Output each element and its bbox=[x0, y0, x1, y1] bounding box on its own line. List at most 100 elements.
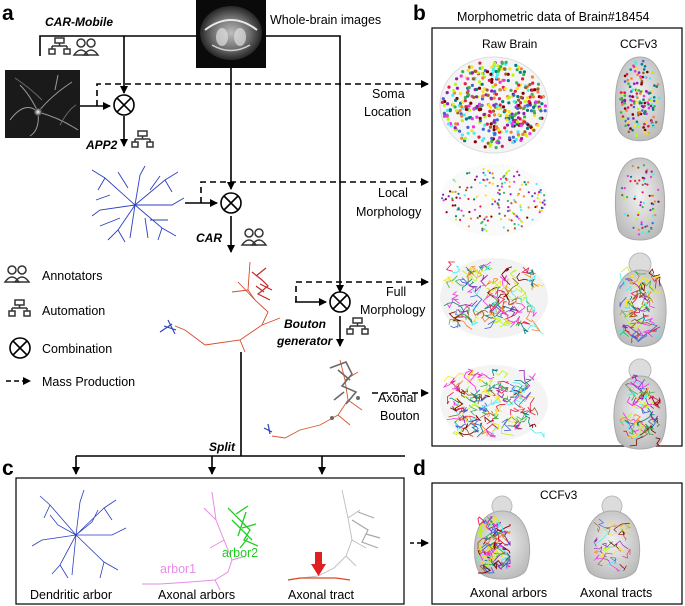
texture-dot bbox=[514, 63, 518, 67]
texture-dot bbox=[521, 91, 525, 95]
raw-brain-header: Raw Brain bbox=[482, 37, 537, 51]
texture-dot bbox=[524, 183, 528, 186]
texture-stroke bbox=[614, 540, 629, 550]
texture-stroke bbox=[489, 527, 499, 537]
texture-dot bbox=[506, 79, 510, 83]
texture-stroke bbox=[446, 418, 466, 421]
texture-stroke bbox=[481, 542, 493, 552]
texture-dot bbox=[519, 95, 523, 99]
texture-stroke bbox=[449, 398, 463, 412]
texture-dot bbox=[482, 137, 486, 141]
texture-dot bbox=[510, 116, 514, 120]
texture-dot bbox=[503, 214, 507, 217]
texture-stroke bbox=[608, 533, 622, 536]
texture-stroke bbox=[469, 404, 479, 416]
texture-dot bbox=[644, 225, 647, 228]
texture-dot bbox=[651, 108, 655, 111]
texture-dot bbox=[512, 198, 516, 202]
texture-dot bbox=[646, 232, 649, 235]
texture-stroke bbox=[452, 265, 461, 274]
texture-stroke bbox=[507, 415, 517, 423]
combination-symbol bbox=[329, 291, 351, 313]
axonal-bouton-label-1: Axonal bbox=[378, 391, 416, 405]
texture-dot bbox=[508, 209, 511, 212]
texture-dot bbox=[513, 212, 516, 216]
texture-dot bbox=[453, 105, 457, 109]
texture-stroke bbox=[630, 331, 641, 340]
texture-dot bbox=[652, 173, 655, 176]
texture-dot bbox=[651, 71, 655, 74]
texture-dot bbox=[530, 92, 534, 96]
texture-dot bbox=[634, 62, 638, 65]
texture-dot bbox=[642, 126, 645, 129]
texture-dot bbox=[460, 105, 464, 109]
texture-dot bbox=[442, 103, 447, 107]
texture-dot bbox=[515, 120, 520, 124]
texture-dot bbox=[458, 92, 462, 96]
texture-dot bbox=[490, 136, 494, 140]
texture-dot bbox=[528, 132, 532, 136]
texture-stroke bbox=[523, 322, 536, 335]
texture-stroke bbox=[477, 378, 484, 383]
texture-stroke bbox=[488, 536, 501, 544]
texture-dot bbox=[632, 226, 635, 229]
automation-icon bbox=[346, 317, 369, 335]
texture-dot bbox=[495, 140, 499, 144]
texture-dot bbox=[454, 204, 457, 207]
texture-stroke bbox=[469, 270, 481, 282]
texture-dot bbox=[626, 106, 630, 109]
texture-dot bbox=[481, 227, 484, 230]
texture-dot bbox=[527, 206, 530, 209]
texture-stroke bbox=[639, 422, 644, 435]
texture-stroke bbox=[635, 317, 646, 323]
texture-dot bbox=[636, 73, 639, 76]
texture-stroke bbox=[630, 403, 653, 410]
texture-stroke bbox=[507, 424, 522, 430]
texture-stroke bbox=[464, 304, 470, 320]
texture-dot bbox=[494, 92, 498, 96]
texture-dot bbox=[502, 226, 505, 229]
texture-dot bbox=[483, 123, 487, 127]
texture-stroke bbox=[454, 380, 464, 388]
texture-dot bbox=[628, 85, 632, 88]
texture-stroke bbox=[633, 414, 641, 429]
texture-dot bbox=[442, 111, 446, 116]
texture-stroke bbox=[496, 542, 506, 550]
texture-dot bbox=[496, 184, 499, 188]
texture-stroke bbox=[621, 325, 629, 333]
texture-dot bbox=[620, 101, 624, 104]
texture-dot bbox=[540, 102, 544, 106]
texture-dot bbox=[530, 75, 535, 79]
texture-dot bbox=[652, 96, 656, 99]
texture-dot bbox=[491, 85, 495, 89]
texture-stroke bbox=[624, 298, 633, 308]
panel-c-frame bbox=[15, 477, 405, 605]
texture-dot bbox=[494, 146, 498, 150]
texture-dot bbox=[467, 104, 471, 108]
texture-dot bbox=[494, 69, 498, 74]
texture-stroke bbox=[477, 526, 495, 537]
texture-dot bbox=[523, 115, 527, 119]
legend-combination: Combination bbox=[42, 342, 112, 356]
texture-dot bbox=[505, 123, 510, 127]
texture-dot bbox=[463, 82, 467, 86]
texture-dot bbox=[510, 202, 513, 205]
texture-dot bbox=[467, 86, 471, 90]
panel-label-a: a bbox=[2, 2, 14, 25]
texture-stroke bbox=[626, 396, 639, 406]
texture-stroke bbox=[447, 298, 460, 309]
texture-stroke bbox=[484, 319, 496, 329]
texture-dot bbox=[636, 182, 639, 185]
texture-stroke bbox=[448, 318, 459, 329]
texture-dot bbox=[535, 205, 539, 208]
texture-dot bbox=[510, 219, 513, 222]
texture-stroke bbox=[652, 328, 661, 339]
texture-dot bbox=[480, 72, 484, 76]
texture-dot bbox=[647, 230, 651, 233]
texture-dot bbox=[538, 211, 541, 214]
texture-dot bbox=[501, 182, 504, 185]
texture-stroke bbox=[492, 408, 502, 415]
soma-image bbox=[5, 70, 80, 138]
texture-dot bbox=[468, 171, 471, 174]
texture-dot bbox=[642, 71, 645, 75]
